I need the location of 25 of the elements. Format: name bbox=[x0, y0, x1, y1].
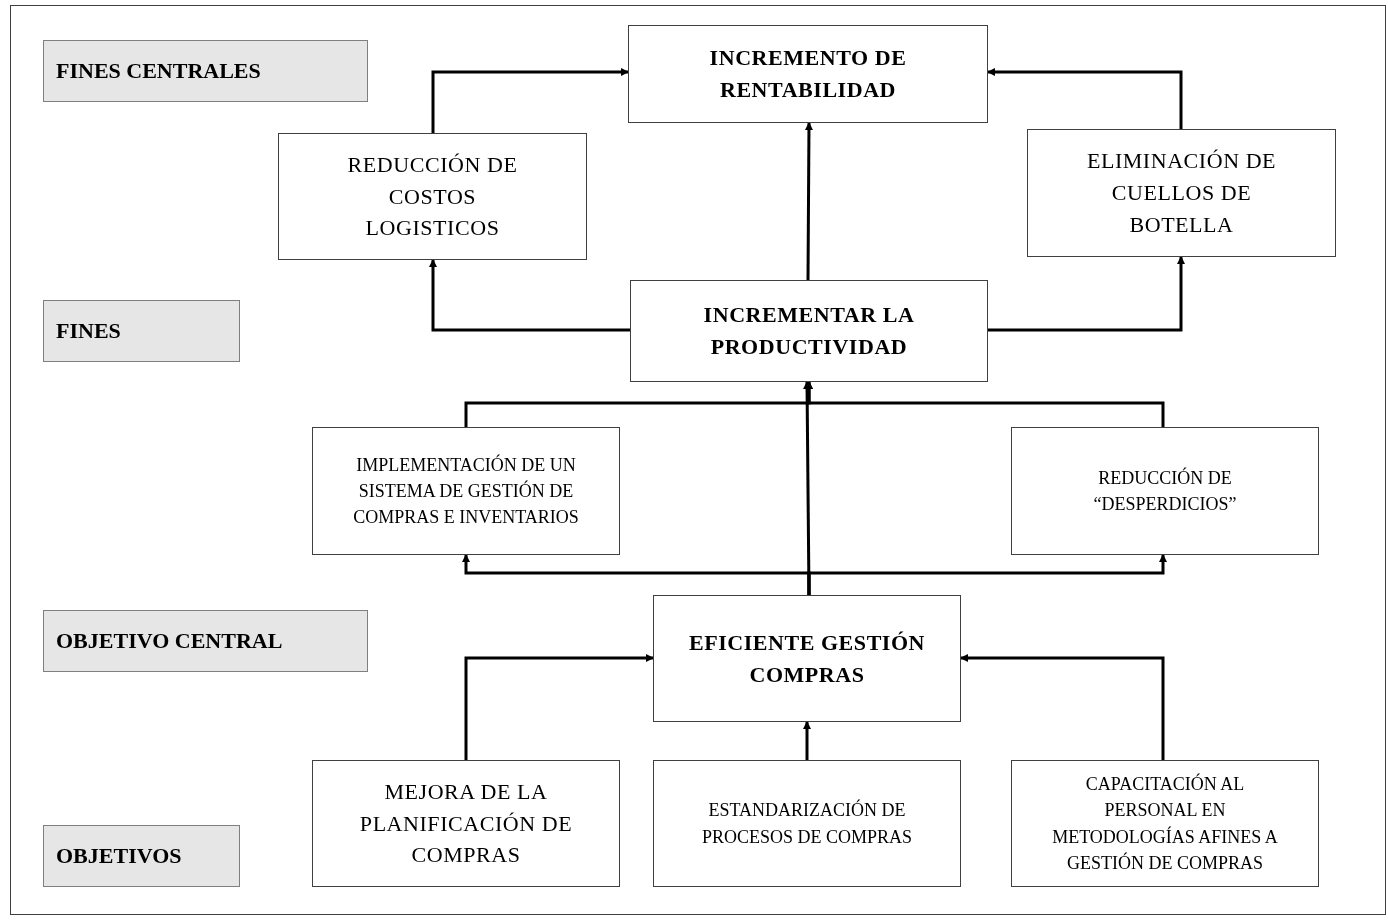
arrow bbox=[431, 68, 629, 133]
process-box: MEJORA DE LA PLANIFICACIÓN DE COMPRAS bbox=[312, 760, 620, 887]
process-box: ESTANDARIZACIÓN DE PROCESOS DE COMPRAS bbox=[653, 760, 961, 887]
arrow bbox=[805, 381, 1165, 427]
arrow bbox=[807, 554, 1167, 595]
level-label-box: FINES CENTRALES bbox=[43, 40, 368, 102]
central-box: INCREMENTO DE RENTABILIDAD bbox=[628, 25, 988, 123]
arrow bbox=[804, 122, 813, 280]
arrow bbox=[464, 654, 654, 760]
arrow bbox=[803, 381, 812, 595]
arrow bbox=[988, 256, 1185, 332]
process-box: CAPACITACIÓN AL PERSONAL EN METODOLOGÍAS AFINES A GESTIÓN DE COMPRAS bbox=[1011, 760, 1319, 887]
arrow bbox=[803, 721, 811, 760]
process-box: IMPLEMENTACIÓN DE UN SISTEMA DE GESTIÓN DE COMPRAS E INVENTARIOS bbox=[312, 427, 620, 555]
process-box: REDUCCIÓN DE “DESPERDICIOS” bbox=[1011, 427, 1319, 555]
arrow bbox=[987, 68, 1183, 129]
level-label-box: OBJETIVOS bbox=[43, 825, 240, 887]
process-box: ELIMINACIÓN DE CUELLOS DE BOTELLA bbox=[1027, 129, 1336, 257]
level-label-box: FINES bbox=[43, 300, 240, 362]
arrow bbox=[429, 259, 630, 332]
process-box: REDUCCIÓN DE COSTOS LOGISTICOS bbox=[278, 133, 587, 260]
level-label-box: OBJETIVO CENTRAL bbox=[43, 610, 368, 672]
arrow bbox=[960, 654, 1165, 760]
central-box: INCREMENTAR LA PRODUCTIVIDAD bbox=[630, 280, 988, 382]
central-box: EFICIENTE GESTIÓN COMPRAS bbox=[653, 595, 961, 722]
